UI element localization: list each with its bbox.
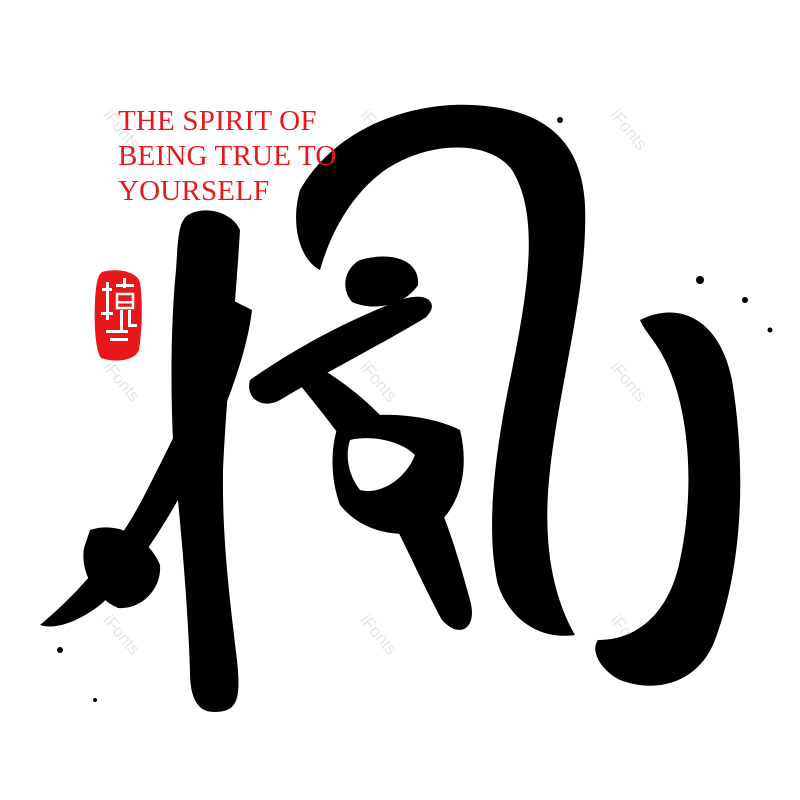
ink-speck	[767, 327, 773, 333]
brush-stroke-arch	[296, 104, 586, 636]
brush-stroke-right-hook	[595, 312, 741, 686]
brush-stroke-lower-left	[83, 527, 161, 609]
ink-speck	[696, 276, 704, 284]
caption-line-2: BEING TRUE TO	[118, 140, 337, 172]
ink-speck	[57, 647, 63, 653]
caption-text: THE SPIRIT OF BEING TRUE TO YOURSELF	[118, 104, 418, 209]
caption-line-3: YOURSELF	[118, 175, 270, 207]
ink-speck	[742, 297, 748, 303]
ink-speck	[557, 117, 563, 123]
brush-stroke-inner-diagonal	[249, 296, 432, 404]
caption-line-1: THE SPIRIT OF	[118, 105, 317, 137]
brush-stroke-inner-top	[345, 256, 419, 307]
brush-stroke-left-diagonal	[40, 300, 252, 627]
calligraphy-character-feng	[40, 104, 773, 712]
red-seal-stamp	[94, 270, 142, 361]
dry-brush-highlights	[248, 179, 622, 581]
ink-speck	[93, 698, 97, 702]
